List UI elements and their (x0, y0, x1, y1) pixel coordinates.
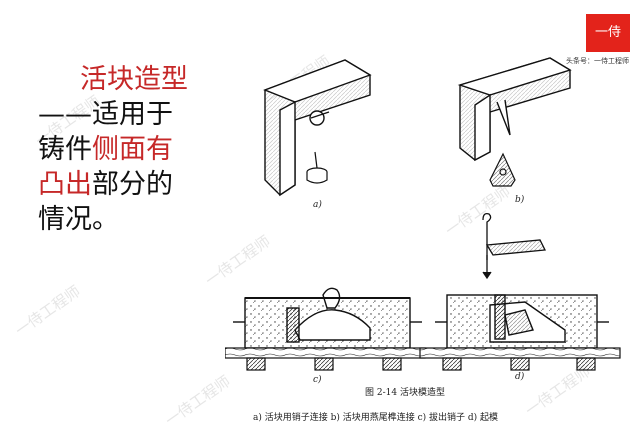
figure-label-c: c) (313, 375, 322, 385)
figure-c-flask (233, 287, 422, 349)
slide-text: 活块造型 ——适用于 铸件侧面有 凸出部分的 情况。 (38, 62, 208, 237)
figure-a-pin (306, 151, 328, 184)
watermark: 一侍工程师 (11, 282, 84, 340)
figure-d-hook (482, 212, 547, 280)
logo-subtext: 头条号：一侍工程师 (566, 57, 629, 65)
figure-label-d: d) (515, 372, 525, 382)
dash: —— (38, 99, 92, 130)
figure-drawing (225, 57, 621, 371)
technical-figure: a) b) c) d) 图 2-14 活块模造型 a) 活块用销子连接 b) 活… (225, 40, 630, 435)
figure-a-bracket (263, 59, 372, 197)
figure-label-a: a) (313, 200, 322, 210)
figure-d-flask (435, 294, 609, 349)
figure-b-dovetail-block (489, 152, 516, 187)
figure-legend: a) 活块用销子连接 b) 活块用燕尾榫连接 c) 拔出销子 d) 起模 (253, 413, 499, 423)
watermark: 一侍工程师 (161, 372, 234, 430)
figure-caption: 图 2-14 活块模造型 (365, 388, 445, 398)
figure-d-base (419, 347, 621, 371)
text-fragment: 适用于 (92, 99, 173, 130)
text-line-3: 凸出部分的 (38, 167, 208, 202)
text-fragment: 铸件 (38, 134, 92, 165)
figure-b-bracket (457, 57, 572, 162)
figure-label-b: b) (515, 195, 525, 205)
logo-badge: 一侍 (586, 14, 630, 52)
slide-title: 活块造型 (80, 64, 188, 95)
text-line-4: 情况。 (38, 204, 119, 235)
highlight-text: 侧面有 (92, 134, 173, 165)
text-fragment: 部分的 (92, 169, 173, 200)
figure-c-base (225, 347, 426, 371)
text-line-1: ——适用于 (38, 97, 208, 132)
text-line-2: 铸件侧面有 (38, 132, 208, 167)
highlight-text: 凸出 (38, 169, 92, 200)
